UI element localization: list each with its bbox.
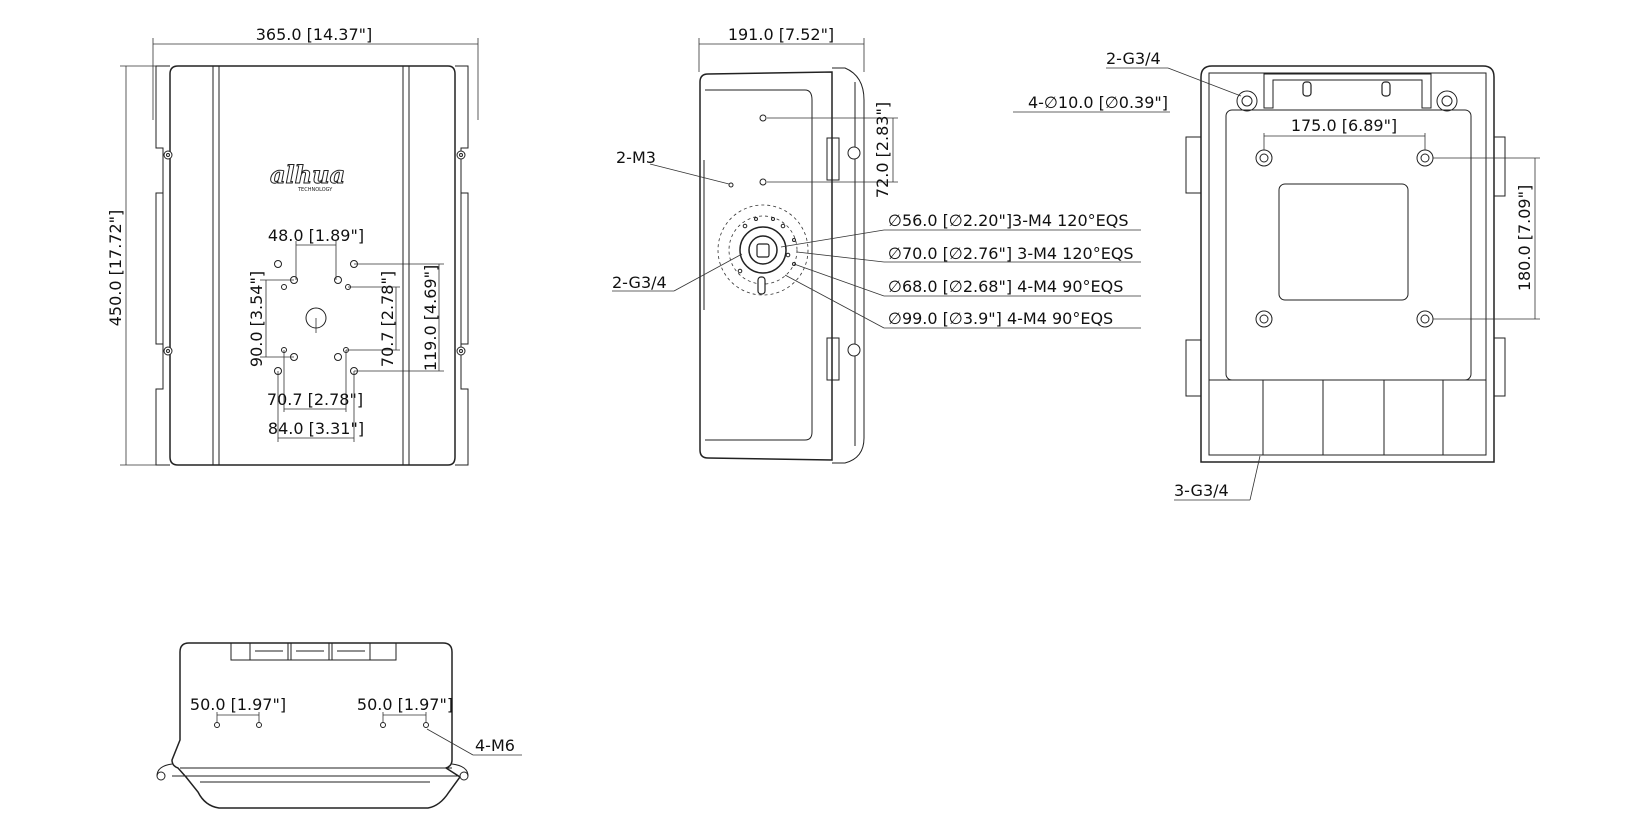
g34-bottom-label: 3-G3/4: [1174, 481, 1229, 500]
callout-70: ∅70.0 [∅2.76"] 3-M4 120°EQS: [888, 244, 1134, 263]
height-dimension: 450.0 [17.72"]: [106, 210, 125, 327]
m3-label: 2-M3: [616, 148, 656, 167]
side-view: 191.0 [7.52"] 2-M3 72.0 [2.83"]: [612, 25, 1141, 464]
dim-48: 48.0 [1.89"]: [268, 226, 364, 245]
front-view: 365.0 [14.37"] 450.0 [17.72"] alhua TECH…: [106, 25, 479, 466]
width-dimension: 365.0 [14.37"]: [256, 25, 373, 44]
dim-119: 119.0 [4.69"]: [421, 265, 440, 371]
brand-logo-tagline: TECHNOLOGY: [297, 187, 333, 193]
dim-50-left: 50.0 [1.97"]: [190, 695, 286, 714]
callout-99: ∅99.0 [∅3.9"] 4-M4 90°EQS: [888, 309, 1113, 328]
dim-84: 84.0 [3.31"]: [268, 419, 364, 438]
dim-180: 180.0 [7.09"]: [1515, 185, 1534, 291]
callout-56: ∅56.0 [∅2.20"]3-M4 120°EQS: [888, 211, 1128, 230]
callout-68: ∅68.0 [∅2.68"] 4-M4 90°EQS: [888, 277, 1123, 296]
dim-50-right: 50.0 [1.97"]: [357, 695, 453, 714]
dim-70-7-vertical: 70.7 [2.78"]: [378, 271, 397, 367]
dim-175: 175.0 [6.89"]: [1291, 116, 1397, 135]
back-view: 2-G3/4 4-∅10.0 [∅0.39"] 175.0 [6.89"] 18…: [1013, 49, 1540, 501]
dim-90: 90.0 [3.54"]: [247, 271, 266, 367]
brand-logo: alhua: [270, 160, 345, 189]
m6-label: 4-M6: [475, 736, 515, 755]
bottom-view: 50.0 [1.97"] 50.0 [1.97"] 4-M6: [156, 642, 522, 809]
g34-top-label: 2-G3/4: [1106, 49, 1161, 68]
holes-label: 4-∅10.0 [∅0.39"]: [1028, 93, 1168, 112]
dim-72: 72.0 [2.83"]: [873, 102, 892, 198]
g34-side-label: 2-G3/4: [612, 273, 667, 292]
side-width-dimension: 191.0 [7.52"]: [728, 25, 834, 44]
dim-70-7-horizontal: 70.7 [2.78"]: [267, 390, 363, 409]
